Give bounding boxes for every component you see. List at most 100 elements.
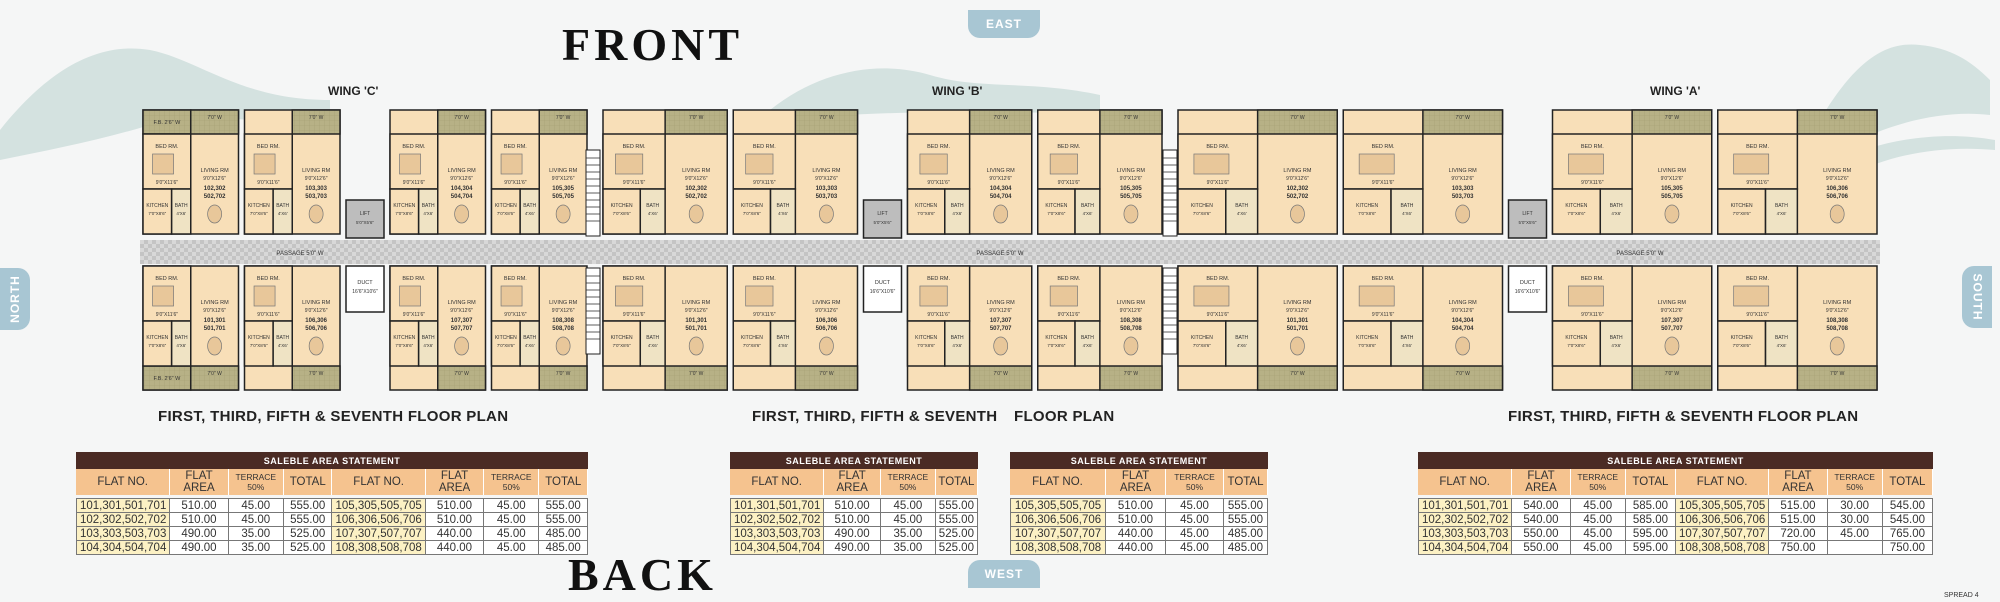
compass-west-tab: WEST [968, 560, 1040, 588]
column-header: TOTAL [1224, 469, 1268, 495]
kitchen [1037, 188, 1076, 235]
table-title: SALEBLE AREA STATEMENT [730, 452, 978, 469]
flat-number: 507,707 [451, 326, 473, 332]
area-cell: 45.00 [880, 498, 936, 513]
terrace [1256, 365, 1338, 391]
bath-label: BATH [276, 203, 289, 209]
kitchen-dim: 7'0"X8'6" [917, 211, 935, 216]
table-title: SALEBLE AREA STATEMENT [1010, 452, 1268, 469]
bath-dim: 4'X6' [278, 343, 288, 348]
bed-icon [1568, 285, 1604, 307]
flat-number: 107,307 [451, 318, 473, 324]
bath-label: BATH [422, 335, 435, 341]
flat-number: 104,304 [1452, 318, 1474, 324]
area-cell: 45.00 [1166, 498, 1224, 513]
column-header: TOTAL [1625, 469, 1676, 495]
living-room-dim: 9'0"X12'6" [552, 308, 575, 314]
table-title: SALEBLE AREA STATEMENT [76, 452, 588, 469]
bed-icon [1733, 153, 1770, 175]
plan-title-middle-b: FLOOR PLAN [1014, 408, 1115, 425]
area-cell: 510.00 [1106, 513, 1166, 527]
column-header: FLAT NO. [1675, 469, 1770, 495]
area-cell: 45.00 [1570, 498, 1626, 513]
area-cell: 45.00 [484, 527, 540, 541]
flat-number-cell: 104,304,504,704 [76, 541, 171, 555]
terrace-label: 7'0" W [1665, 371, 1680, 377]
bedroom-dim: 9'0"X11'6" [504, 180, 527, 186]
bedroom-dim: 9'0"X11'6" [753, 312, 776, 318]
area-cell: 595.00 [1625, 527, 1676, 541]
area-cell: 525.00 [935, 527, 978, 541]
duct-label: DUCT [875, 280, 891, 286]
kitchen-label: KITCHEN [1565, 335, 1587, 341]
area-cell: 490.00 [824, 541, 881, 555]
table-title: SALEBLE AREA STATEMENT [1418, 452, 1933, 469]
sofa-table-icon [555, 204, 571, 224]
bath [639, 188, 666, 235]
bed-icon [1358, 153, 1395, 175]
area-cell: 585.00 [1625, 513, 1676, 527]
bedroom-label: BED RM. [1206, 276, 1229, 282]
terrace-label: 7'0" W [1455, 115, 1470, 121]
bath-label: BATH [776, 203, 789, 209]
area-cell: 765.00 [1882, 527, 1933, 541]
duct [345, 265, 385, 313]
south-label: SOUTH [1970, 273, 1984, 321]
bath-dim: 4'X6' [778, 211, 788, 216]
bath-dim: 4'X6' [1611, 343, 1621, 348]
terrace-label: 7'0" W [1290, 371, 1305, 377]
living-room-label: LIVING RM [1449, 300, 1478, 306]
living-room-dim: 9'0"X12'6" [305, 308, 328, 314]
living-room-dim: 9'0"X12'6" [1286, 308, 1309, 314]
bath-dim: 4'X6' [1083, 343, 1093, 348]
area-cell: 35.00 [880, 527, 936, 541]
living-room-dim: 9'0"X12'6" [203, 308, 226, 314]
bedroom-label: BED RM. [257, 144, 280, 150]
bath-dim: 4'X6' [1083, 211, 1093, 216]
terrace-label: 7'0" W [819, 115, 834, 121]
area-cell: 440.00 [1106, 527, 1166, 541]
sofa-table-icon [1123, 204, 1139, 224]
kitchen-dim: 7'0"X8'6" [917, 343, 935, 348]
terrace [1796, 365, 1878, 391]
flat-number-cell: 108,308,508,708 [1010, 541, 1106, 555]
area-cell: 45.00 [1166, 527, 1224, 541]
lift-label: LIFT [877, 211, 887, 217]
area-cell: 45.00 [1166, 513, 1224, 527]
area-cell: 35.00 [228, 541, 284, 555]
area-cell: 550.00 [1512, 527, 1571, 541]
bedroom-label: BED RM. [1372, 144, 1395, 150]
kitchen-label: KITCHEN [1565, 203, 1587, 209]
kitchen-dim: 7'0"X8'6" [395, 343, 413, 348]
sofa-table-icon [1290, 204, 1305, 224]
kitchen-dim: 7'0"X8'6" [613, 343, 631, 348]
living-room-label: LIVING RM [812, 168, 841, 174]
bedroom-label: BED RM. [504, 276, 527, 282]
flower-bed [142, 365, 192, 391]
column-header: FLAT AREA [1512, 469, 1571, 495]
area-cell: 555.00 [1224, 513, 1268, 527]
passage [140, 240, 1880, 264]
flat-number: 506,706 [305, 326, 327, 332]
bath-label: BATH [646, 203, 659, 209]
bath-label: BATH [175, 203, 188, 209]
duct-label: DUCT [1520, 280, 1536, 286]
kitchen-dim: 7'0"X8'6" [613, 211, 631, 216]
terrace-label: 7'0" W [819, 371, 834, 377]
kitchen-label: KITCHEN [248, 203, 270, 209]
sofa-table-icon [993, 204, 1009, 224]
bedroom-label: BED RM. [155, 276, 178, 282]
area-cell: 555.00 [539, 498, 588, 513]
flat-number: 505,705 [1661, 194, 1683, 200]
bath-dim: 4'X6' [1402, 211, 1412, 216]
bath-label: BATH [1610, 203, 1623, 209]
